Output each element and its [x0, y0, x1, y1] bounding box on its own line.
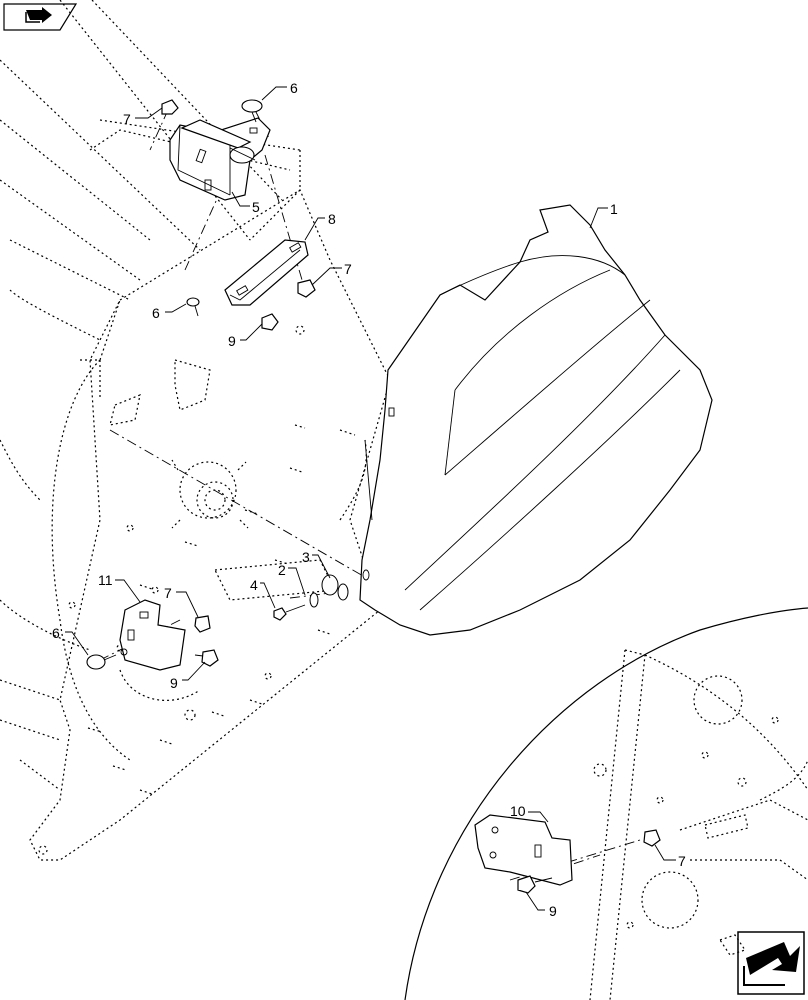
callout-7-right: 7 — [344, 261, 352, 277]
callout-7-top: 7 — [123, 111, 131, 127]
callout-7-inset: 7 — [678, 853, 686, 869]
nut-7-top — [161, 99, 179, 115]
bolt-9-mid — [261, 313, 279, 331]
callout-7-low: 7 — [164, 585, 172, 601]
bolt-4 — [273, 604, 306, 621]
bracket-part-8 — [224, 239, 309, 306]
callout-9-mid: 9 — [228, 333, 236, 349]
sprocket — [171, 459, 249, 529]
bolt-9-inset — [517, 875, 553, 894]
callout-10: 10 — [510, 803, 526, 819]
back-nav-button[interactable] — [3, 3, 78, 31]
nut-7-low — [194, 615, 211, 633]
leader-lines — [65, 86, 676, 911]
cover-part-1 — [359, 204, 713, 636]
bolt-9-low — [194, 649, 219, 667]
rivet-6-top — [241, 99, 263, 123]
callout-6-low: 6 — [52, 625, 60, 641]
back-arrow-icon — [25, 7, 52, 23]
callout-1: 1 — [610, 201, 618, 217]
washer-2 — [309, 592, 319, 608]
bracket-part-10 — [474, 814, 573, 886]
spacer-3 — [321, 574, 349, 601]
callout-8: 8 — [328, 211, 336, 227]
next-arrow-icon — [743, 942, 800, 986]
callout-6-mid: 6 — [152, 305, 160, 321]
bracket-part-5 — [169, 117, 271, 201]
nut-7-inset — [643, 829, 661, 847]
bracket-part-11 — [119, 599, 186, 671]
callout-9-low: 9 — [170, 675, 178, 691]
callout-4: 4 — [250, 577, 258, 593]
callout-6-top: 6 — [290, 80, 298, 96]
callout-3: 3 — [302, 549, 310, 565]
rivet-6-low — [86, 654, 117, 670]
machine-frame — [0, 0, 391, 861]
callout-2: 2 — [278, 562, 286, 578]
hardware — [86, 99, 661, 894]
callout-5: 5 — [252, 199, 260, 215]
rivet-6-mid — [186, 297, 200, 317]
callout-9-inset: 9 — [549, 903, 557, 919]
callouts: 1 2 3 4 5 6 6 6 7 7 7 7 8 9 9 9 10 11 — [52, 80, 686, 919]
nut-7-right — [297, 279, 316, 298]
callout-11: 11 — [98, 572, 113, 588]
detail-inset — [404, 607, 808, 1000]
next-nav-button[interactable] — [737, 931, 805, 995]
